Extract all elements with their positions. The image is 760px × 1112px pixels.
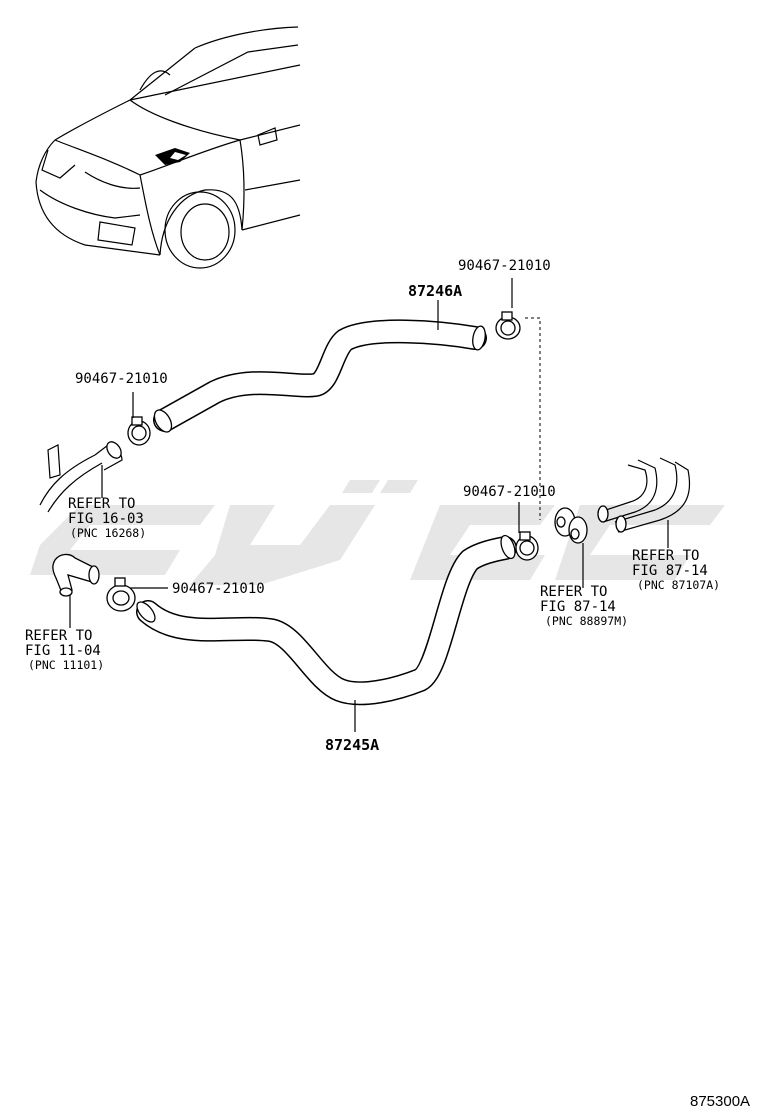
ref-line1: REFER TO (540, 584, 607, 600)
part-label-87246a: 87246A (408, 282, 462, 300)
heater-grommet (554, 507, 588, 544)
ref-line3: (PNC 88897M) (545, 614, 628, 628)
upper-hose (153, 319, 487, 433)
part-label-87245a: 87245A (325, 736, 379, 754)
part-label-clamp-lower-left: 90467-21010 (172, 581, 265, 597)
heater-core-pipes (597, 457, 691, 533)
hose-clamp-mid-right (515, 531, 539, 561)
diagram-id: 875300A (690, 1093, 750, 1110)
hose-clamp-lower-left (106, 577, 136, 612)
reference-fig-87-14-right: REFER TO FIG 87-14 (PNC 87107A) (632, 548, 720, 592)
part-label-clamp-upper-left: 90467-21010 (75, 371, 168, 387)
ref-line3: (PNC 16268) (70, 526, 146, 540)
reference-fig-11-04: REFER TO FIG 11-04 (PNC 11101) (25, 628, 104, 672)
ref-line3: (PNC 11101) (28, 658, 104, 672)
ref-line2: FIG 87-14 (632, 563, 708, 579)
mounting-bracket (39, 444, 103, 513)
part-label-clamp-upper-right: 90467-21010 (458, 258, 551, 274)
ref-line2: FIG 87-14 (540, 599, 616, 615)
heater-pipe-stub (94, 441, 123, 471)
ref-line2: FIG 16-03 (68, 511, 144, 527)
hose-clamp-upper-left (127, 416, 151, 446)
ref-line2: FIG 11-04 (25, 643, 101, 659)
part-label-clamp-mid-right: 90467-21010 (463, 484, 556, 500)
reference-fig-16-03: REFER TO FIG 16-03 (PNC 16268) (68, 496, 146, 540)
reference-fig-87-14-mid: REFER TO FIG 87-14 (PNC 88897M) (540, 584, 628, 628)
ref-line3: (PNC 87107A) (637, 578, 720, 592)
ref-line1: REFER TO (25, 628, 92, 644)
lower-hose (136, 534, 517, 706)
leader-lines (69, 278, 669, 732)
hose-clamp-upper-right (495, 311, 521, 340)
dashed-guide-line (525, 317, 541, 520)
water-outlet-fitting (52, 553, 100, 597)
car-illustration (35, 26, 301, 269)
ref-line1: REFER TO (632, 548, 699, 564)
ref-line1: REFER TO (68, 496, 135, 512)
